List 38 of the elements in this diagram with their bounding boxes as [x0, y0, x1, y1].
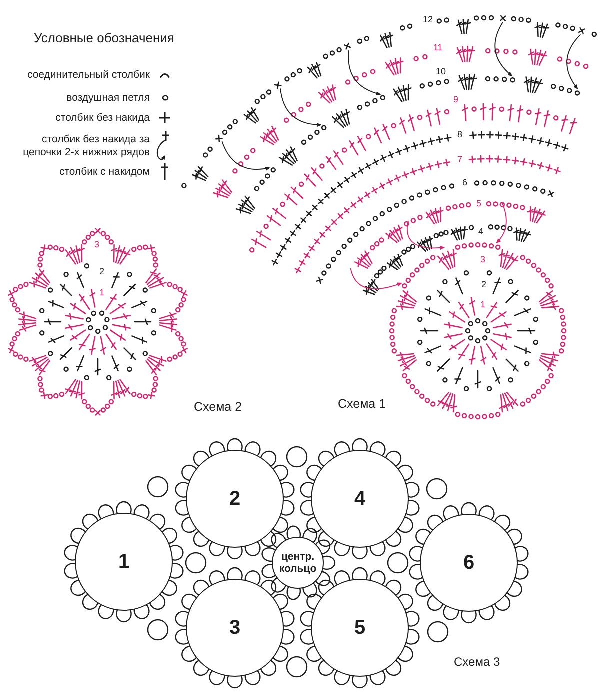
motif-circle — [186, 579, 284, 677]
legend-label: соединительный столбик — [27, 70, 150, 80]
legend-label: столбик с накидом — [59, 166, 150, 178]
row-number: 6 — [462, 178, 468, 188]
motif-circle — [420, 514, 518, 612]
row-number: 8 — [458, 130, 462, 140]
row-number: 1 — [480, 300, 486, 310]
motif-number: 1 — [118, 550, 130, 574]
chart-caption: Схема 3 — [454, 656, 500, 668]
motif-number: 4 — [354, 488, 366, 510]
row-number: 9 — [454, 96, 458, 104]
legend-label: столбик без накида — [56, 112, 150, 124]
motif-circle — [272, 537, 324, 589]
motif-number: 3 — [228, 616, 242, 640]
row-number: 10 — [436, 68, 446, 76]
motif-number: 6 — [462, 552, 476, 574]
row-number: 5 — [476, 200, 482, 208]
row-number: 4 — [478, 228, 484, 236]
motif-circle — [75, 513, 173, 611]
row-number: 3 — [94, 240, 100, 250]
motif-circle — [311, 450, 409, 548]
motif-number: 5 — [354, 616, 366, 640]
motif-number: 2 — [228, 488, 242, 510]
row-number: 11 — [433, 44, 443, 52]
row-number: 1 — [100, 288, 104, 298]
legend-label: воздушная петля — [66, 92, 150, 104]
row-number: 2 — [482, 280, 486, 290]
row-number: 2 — [100, 268, 104, 276]
motif-circle — [311, 579, 409, 677]
legend-title: Условные обозначения — [34, 32, 174, 44]
chart-caption: Схема 1 — [338, 398, 386, 410]
row-number: 7 — [458, 156, 462, 164]
legend-label: столбик без накида за цепочки 2-х нижних рядов — [22, 133, 150, 159]
row-number: 3 — [480, 256, 486, 264]
chart-caption: Схема 2 — [194, 400, 242, 414]
row-number: 12 — [423, 16, 433, 24]
ring-label: центр. кольцо — [278, 550, 318, 576]
motif-circle — [186, 450, 284, 548]
